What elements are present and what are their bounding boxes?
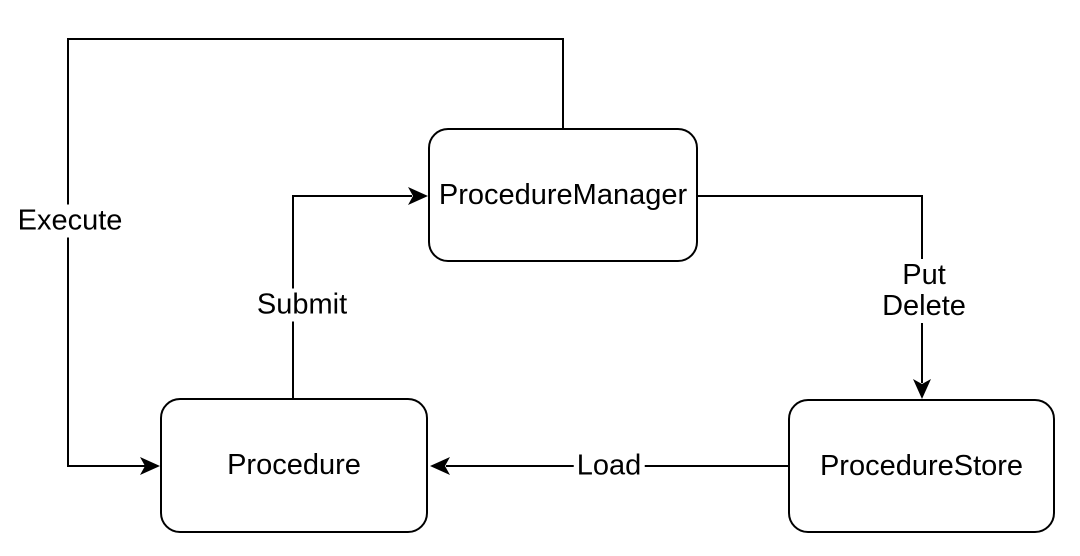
edge-execute-segment-top xyxy=(67,38,564,40)
node-procedure-label: Procedure xyxy=(227,449,361,481)
edge-label-load: Load xyxy=(573,449,645,483)
edge-execute-segment-top-drop xyxy=(562,38,564,130)
node-procedure-manager-label: ProcedureManager xyxy=(438,178,688,211)
edge-label-delete-line: Delete xyxy=(882,290,966,322)
load-arrowhead-icon xyxy=(430,456,450,476)
edge-label-execute: Execute xyxy=(13,204,127,238)
edge-put-delete-segment-horizontal xyxy=(698,195,923,197)
edge-label-put-delete: Put Delete xyxy=(878,259,970,323)
node-procedure-manager: ProcedureManager xyxy=(428,128,698,262)
edge-execute-segment-bottom xyxy=(67,465,145,467)
edge-label-put-line: Put xyxy=(902,259,946,291)
edge-execute-segment-left xyxy=(67,38,69,467)
node-procedure-store: ProcedureStore xyxy=(788,399,1055,533)
node-procedure: Procedure xyxy=(160,398,428,533)
put-delete-arrowhead-icon xyxy=(912,379,932,399)
execute-arrowhead-icon xyxy=(140,456,160,476)
submit-arrowhead-icon xyxy=(408,186,428,206)
edge-submit-segment-horizontal xyxy=(292,195,412,197)
node-procedure-store-label: ProcedureStore xyxy=(819,449,1024,482)
edge-label-submit: Submit xyxy=(252,288,352,322)
